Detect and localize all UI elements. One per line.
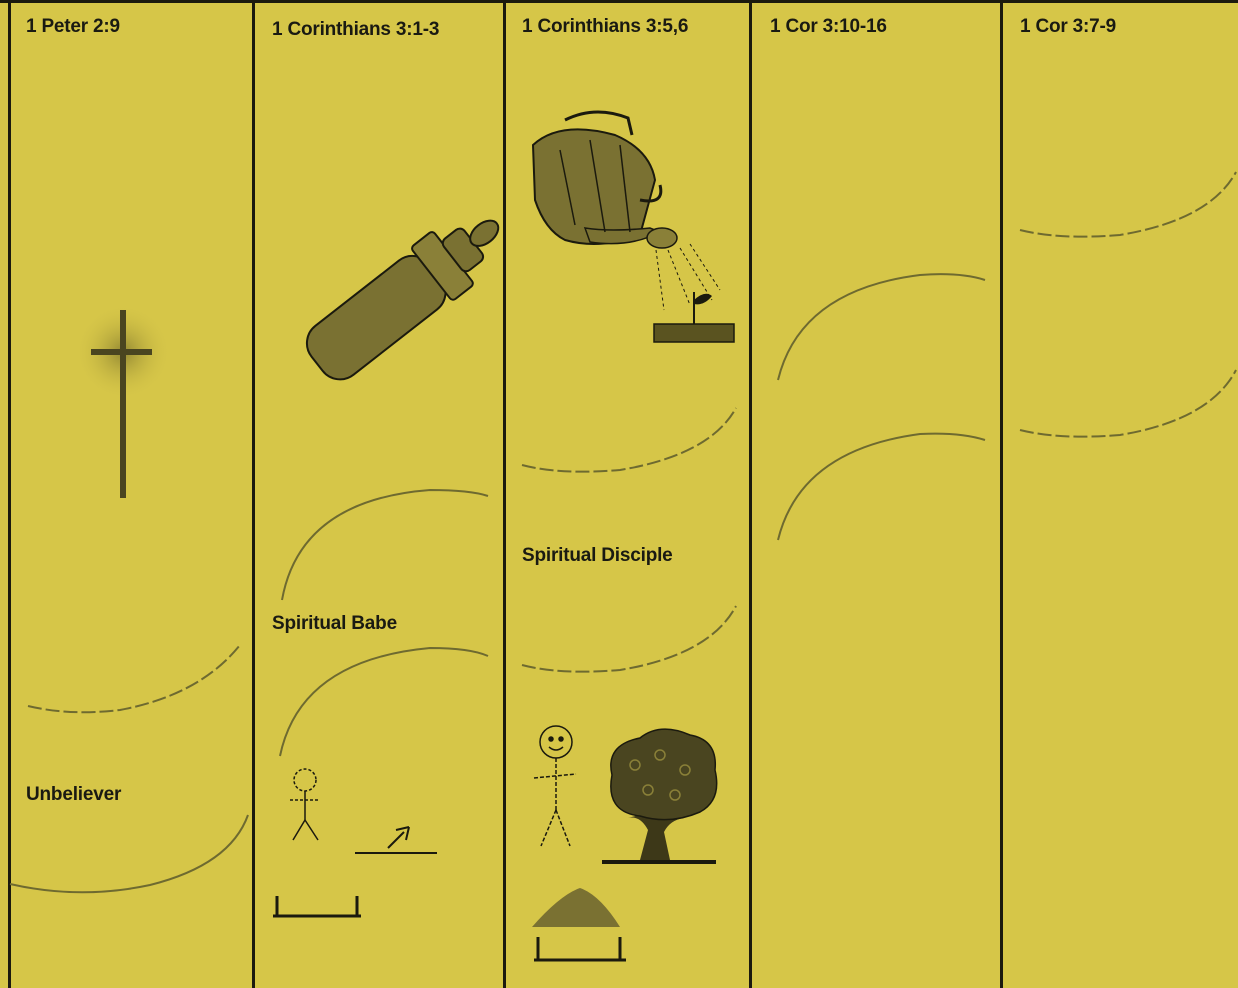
stage-curve (778, 274, 985, 540)
tree-icon (602, 729, 717, 862)
stage-curve (28, 645, 240, 712)
stage-curve (1020, 172, 1236, 437)
seedling-icon (654, 292, 734, 342)
watering-can-icon (533, 112, 677, 248)
bracket-icon (273, 896, 361, 916)
stick-figure-icon (290, 769, 320, 840)
small-plant-icon (355, 827, 437, 853)
water-drops-icon (656, 244, 720, 310)
stage-curve (522, 408, 736, 672)
stage-curve (280, 490, 488, 756)
cross-icon (75, 304, 171, 498)
mound-icon (532, 888, 626, 960)
stick-figure-icon (534, 726, 576, 846)
stage-curve (10, 815, 248, 892)
baby-bottle-icon (296, 197, 518, 391)
